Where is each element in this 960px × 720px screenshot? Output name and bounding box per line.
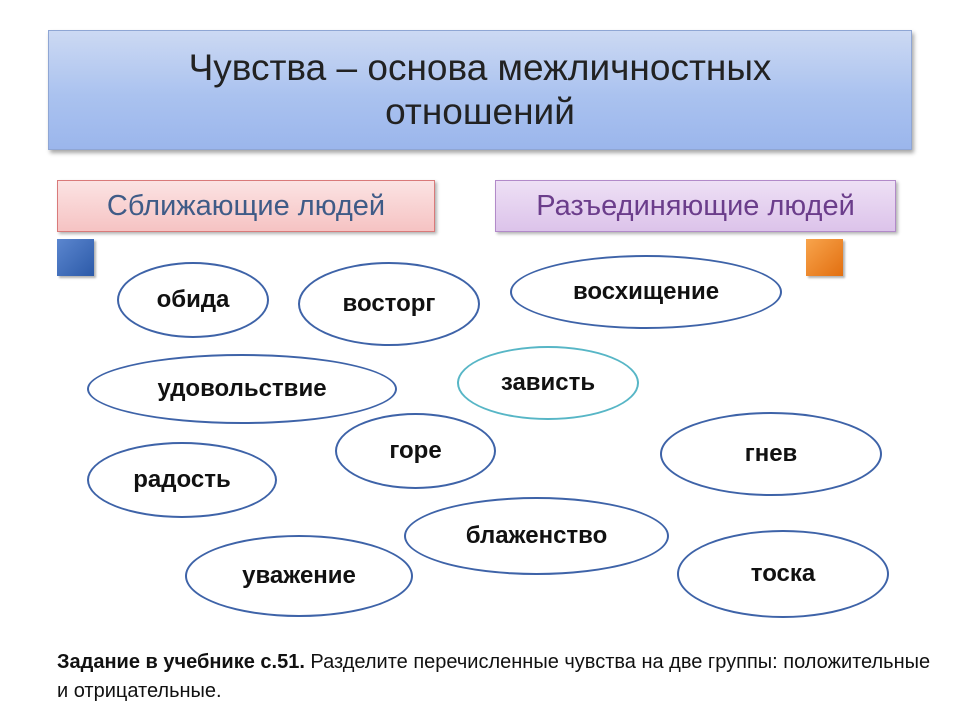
task-text: Разделите перечисленные чувства на две г…: [57, 651, 931, 702]
blue-square-marker: [57, 239, 94, 276]
task-instruction: Задание в учебнике с.51. Разделите переч…: [57, 648, 937, 706]
feeling-blazhenstvo: блаженство: [404, 497, 669, 575]
group-uniting: Сближающие людей: [57, 180, 435, 232]
feeling-gore: горе: [335, 413, 496, 489]
feeling-uvazhenie: уважение: [185, 535, 413, 617]
feeling-zavist: зависть: [457, 346, 639, 420]
feeling-udovolstvie: удовольствие: [87, 354, 397, 424]
orange-square-marker: [806, 239, 843, 276]
feeling-obida: обида: [117, 262, 269, 338]
feeling-toska: тоска: [677, 530, 889, 618]
group-dividing: Разъединяющие людей: [495, 180, 896, 232]
feeling-radost: радость: [87, 442, 277, 518]
feeling-vostorg: восторг: [298, 262, 480, 346]
feeling-voskhishchenie: восхищение: [510, 255, 782, 329]
feeling-gnev: гнев: [660, 412, 882, 496]
task-label: Задание в учебнике с.51.: [57, 651, 305, 673]
slide-title: Чувства – основа межличностных отношений: [188, 47, 772, 132]
title-banner: Чувства – основа межличностных отношений: [48, 30, 912, 150]
